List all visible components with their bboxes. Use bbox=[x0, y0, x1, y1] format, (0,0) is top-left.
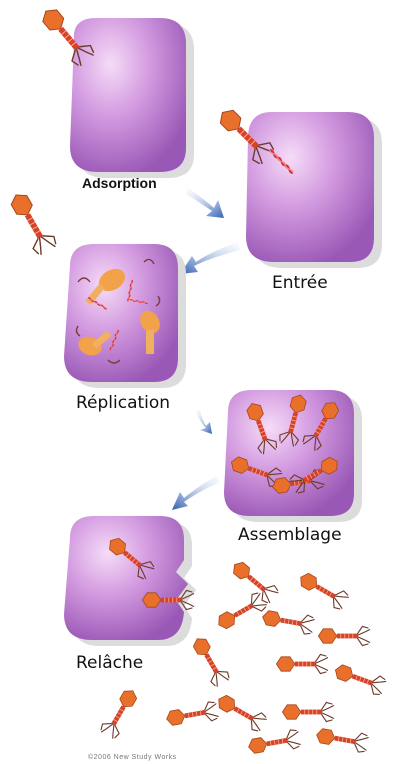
phage-icon bbox=[165, 701, 219, 729]
stage-adsorption bbox=[37, 3, 194, 178]
stage-replication bbox=[64, 244, 186, 388]
phage-icon bbox=[332, 661, 387, 697]
stage-assembly bbox=[224, 390, 362, 522]
phage-icon bbox=[282, 702, 333, 721]
arrow-icon bbox=[180, 242, 240, 274]
phage-icon bbox=[214, 691, 268, 733]
arrow-icon bbox=[196, 410, 212, 434]
phage-icon bbox=[315, 725, 369, 753]
label-assembly: Assemblage bbox=[238, 525, 342, 545]
phage-icon bbox=[247, 729, 301, 757]
stage-entry bbox=[214, 104, 382, 268]
cell bbox=[246, 112, 374, 262]
phage-icon bbox=[189, 634, 231, 688]
cell bbox=[70, 18, 186, 172]
arrow-icon bbox=[172, 476, 220, 510]
phage-icon bbox=[296, 569, 350, 611]
phage-icon bbox=[228, 557, 280, 605]
label-adsorption: Adsorption bbox=[82, 175, 157, 191]
phage-icon bbox=[318, 626, 369, 645]
phage-icon bbox=[6, 189, 59, 256]
phage-icon bbox=[276, 654, 327, 673]
phage-icon bbox=[261, 607, 315, 635]
phage-icon bbox=[99, 686, 141, 740]
cell bbox=[64, 516, 188, 640]
label-entry: Entrée bbox=[272, 273, 328, 293]
label-release: Relâche bbox=[76, 653, 143, 673]
arrow-icon bbox=[186, 188, 224, 218]
stage-release bbox=[64, 516, 196, 646]
phage-icon bbox=[214, 591, 268, 633]
label-replication: Réplication bbox=[76, 393, 170, 413]
cell bbox=[64, 244, 178, 382]
copyright-credit: ©2006 New Study Works bbox=[88, 753, 177, 761]
